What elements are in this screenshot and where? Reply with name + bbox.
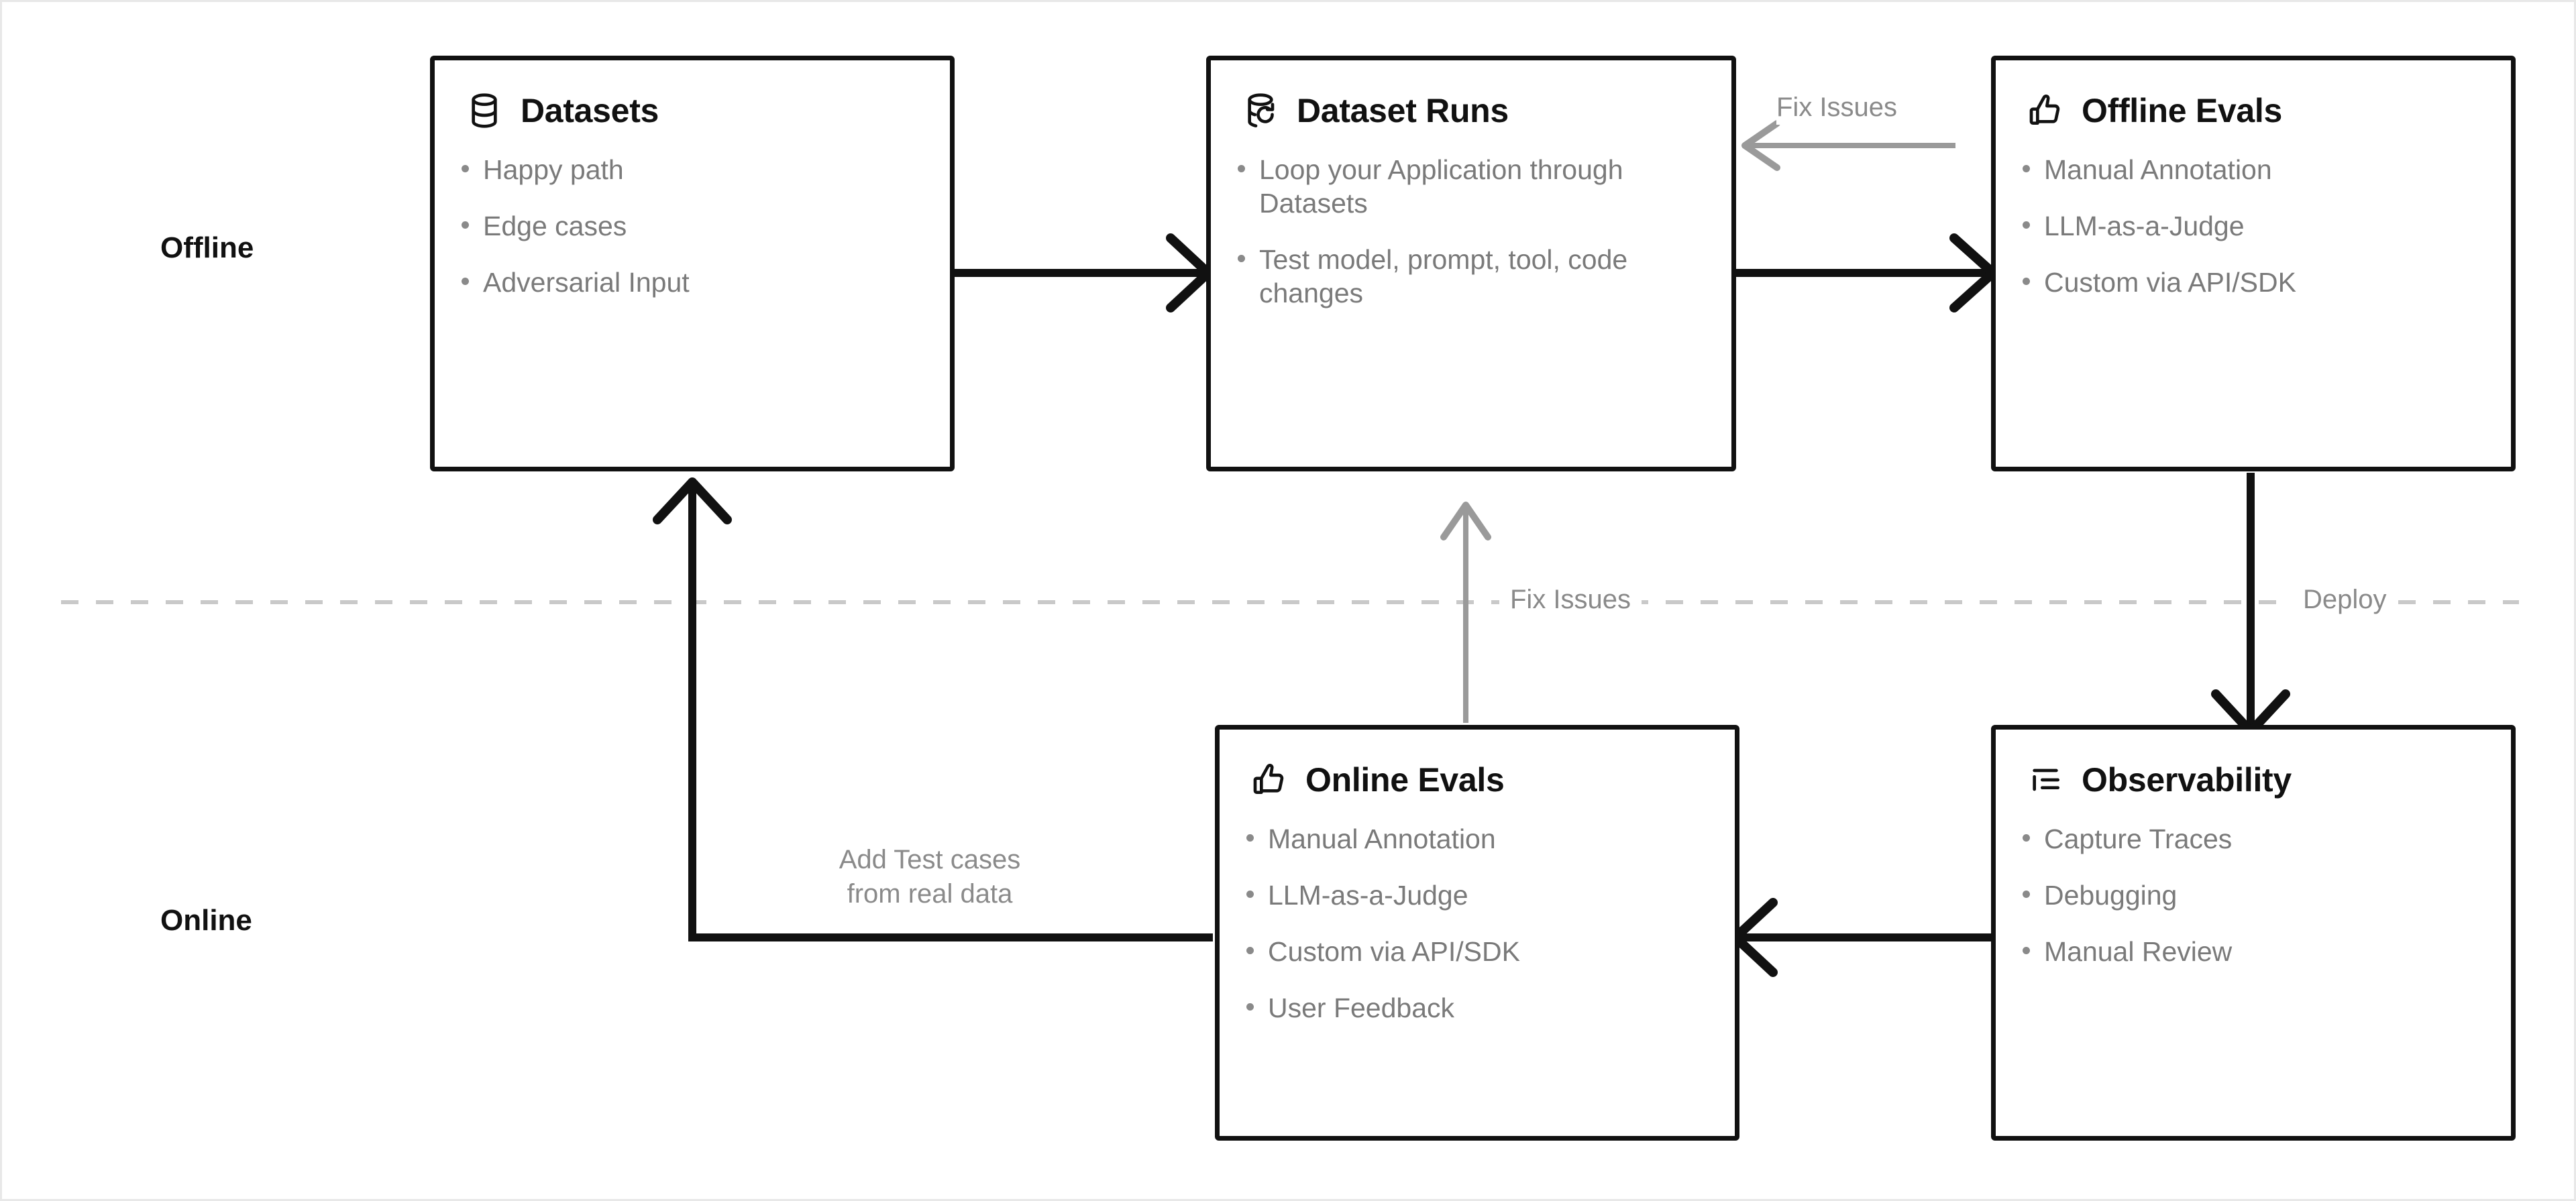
thumbs-up-icon bbox=[1253, 763, 1284, 794]
node-observability-header: Observability bbox=[1996, 730, 2511, 799]
node-datasets-header: Datasets bbox=[435, 60, 950, 130]
list-item: Manual Review bbox=[2023, 935, 2484, 968]
node-dataset-runs-header: Dataset Runs bbox=[1211, 60, 1731, 130]
edge-datasets-to-dataset-runs bbox=[954, 233, 1213, 312]
node-observability-bullets: Capture Traces Debugging Manual Review bbox=[1996, 822, 2511, 968]
list-item: Loop your Application through Datasets bbox=[1238, 153, 1705, 220]
lane-label-offline: Offline bbox=[160, 231, 254, 264]
node-online-evals-bullets: Manual Annotation LLM-as-a-Judge Custom … bbox=[1220, 822, 1735, 1025]
list-item: Happy path bbox=[462, 153, 923, 186]
edge-observability-to-online-evals bbox=[1731, 898, 1991, 977]
node-observability-title: Observability bbox=[2082, 761, 2292, 799]
list-item: Custom via API/SDK bbox=[1246, 935, 1708, 968]
node-online-evals-title: Online Evals bbox=[1305, 761, 1505, 799]
node-datasets[interactable]: Datasets Happy path Edge cases Adversari… bbox=[430, 56, 955, 471]
edge-label-fix-issues-top: Fix Issues bbox=[1776, 91, 1898, 125]
node-offline-evals-header: Offline Evals bbox=[1996, 60, 2511, 130]
edge-label-fix-issues-middle: Fix Issues bbox=[1499, 583, 1642, 618]
edge-dataset-runs-to-offline-evals bbox=[1733, 233, 1998, 312]
thumbs-up-icon bbox=[2029, 94, 2060, 125]
node-datasets-title: Datasets bbox=[521, 92, 659, 129]
node-offline-evals-title: Offline Evals bbox=[2082, 92, 2282, 129]
node-observability[interactable]: Observability Capture Traces Debugging M… bbox=[1991, 725, 2516, 1141]
edge-label-add-test-cases-line2: from real data bbox=[847, 879, 1013, 909]
list-item: Capture Traces bbox=[2023, 822, 2484, 856]
list-item: Custom via API/SDK bbox=[2023, 266, 2484, 299]
edge-offline-evals-to-observability bbox=[2211, 473, 2290, 736]
node-dataset-runs-bullets: Loop your Application through Datasets T… bbox=[1211, 153, 1731, 310]
list-item: Manual Annotation bbox=[2023, 153, 2484, 186]
list-item: Test model, prompt, tool, code changes bbox=[1238, 243, 1705, 310]
database-backup-icon bbox=[1248, 93, 1275, 127]
node-online-evals[interactable]: Online Evals Manual Annotation LLM-as-a-… bbox=[1215, 725, 1739, 1141]
edge-offline-evals-to-dataset-runs bbox=[1741, 120, 1955, 171]
node-online-evals-header: Online Evals bbox=[1220, 730, 1735, 799]
lane-label-online: Online bbox=[160, 904, 252, 937]
list-item: User Feedback bbox=[1246, 991, 1708, 1025]
database-icon bbox=[472, 93, 497, 128]
edge-label-deploy: Deploy bbox=[2292, 583, 2398, 618]
list-tree-icon bbox=[2033, 768, 2059, 791]
node-offline-evals-bullets: Manual Annotation LLM-as-a-Judge Custom … bbox=[1996, 153, 2511, 299]
node-dataset-runs-title: Dataset Runs bbox=[1297, 92, 1509, 129]
list-item: LLM-as-a-Judge bbox=[1246, 878, 1708, 912]
list-item: Adversarial Input bbox=[462, 266, 923, 299]
list-item: LLM-as-a-Judge bbox=[2023, 209, 2484, 243]
node-datasets-bullets: Happy path Edge cases Adversarial Input bbox=[435, 153, 950, 299]
list-item: Debugging bbox=[2023, 878, 2484, 912]
list-item: Manual Annotation bbox=[1246, 822, 1708, 856]
edge-label-add-test-cases-line1: Add Test cases bbox=[839, 845, 1021, 874]
list-item: Edge cases bbox=[462, 209, 923, 243]
node-dataset-runs[interactable]: Dataset Runs Loop your Application throu… bbox=[1206, 56, 1736, 471]
node-offline-evals[interactable]: Offline Evals Manual Annotation LLM-as-a… bbox=[1991, 56, 2516, 471]
edge-label-add-test-cases: Add Test cases from real data bbox=[812, 843, 1047, 912]
edge-online-evals-to-dataset-runs bbox=[1440, 502, 1491, 723]
